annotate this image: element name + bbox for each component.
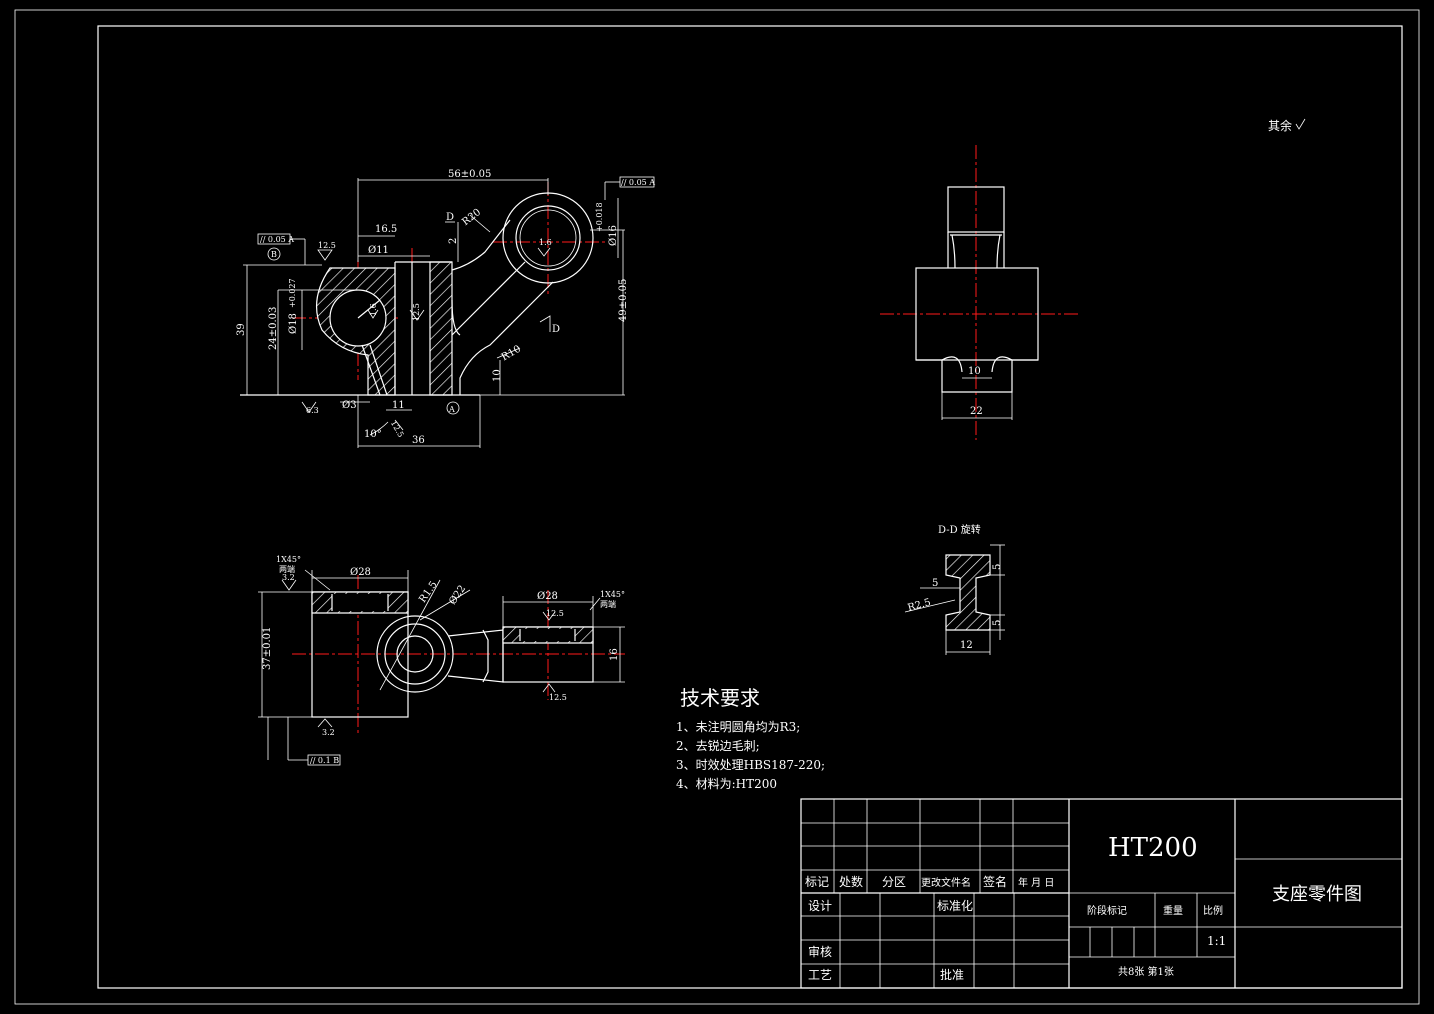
svg-text:设计: 设计 (808, 899, 832, 913)
svg-text:技术要求: 技术要求 (680, 686, 760, 710)
svg-text:2: 2 (448, 238, 459, 244)
inner-frame (97, 25, 1403, 989)
svg-text:1.6: 1.6 (369, 303, 378, 316)
svg-text:1X45°: 1X45° (600, 590, 625, 599)
svg-text:12.5: 12.5 (318, 241, 336, 250)
section-view (904, 544, 1005, 655)
svg-text:批准: 批准 (940, 967, 964, 982)
svg-text:+0.027: +0.027 (288, 278, 297, 308)
svg-text:R20: R20 (460, 207, 483, 228)
svg-text:两端: 两端 (279, 564, 295, 574)
section-dim-5-bottom: 5 (992, 620, 1003, 626)
svg-text:3.2: 3.2 (322, 728, 335, 737)
svg-text:Ø28: Ø28 (350, 567, 371, 578)
svg-text:阶段标记: 阶段标记 (1087, 904, 1127, 917)
svg-text:Ø18: Ø18 (288, 313, 299, 334)
svg-text:Ø28: Ø28 (537, 591, 558, 602)
svg-text:56±0.05: 56±0.05 (448, 169, 491, 180)
side-dim-22: 22 (970, 406, 983, 417)
top-view-labels: 1X45° 两端 3.2 Ø28 R1.5 Ø22 Ø28 1X45° 两端 1… (262, 555, 625, 765)
svg-text:36: 36 (412, 435, 425, 446)
drawing-name: 支座零件图 (1272, 884, 1362, 905)
section-dim-12: 12 (960, 640, 973, 651)
front-view (240, 176, 655, 448)
svg-text:// 0.05 A: // 0.05 A (260, 235, 294, 244)
side-dim-10: 10 (968, 366, 981, 377)
svg-text:4、材料为:HT200: 4、材料为:HT200 (676, 777, 777, 791)
svg-text:审核: 审核 (808, 944, 832, 959)
surface-finish-note: 其余 (1268, 118, 1306, 133)
svg-text:D: D (552, 324, 560, 335)
svg-text:10°: 10° (364, 429, 382, 440)
svg-text:Ø11: Ø11 (368, 245, 389, 256)
material-title: HT200 (1108, 833, 1198, 863)
svg-text:12.5: 12.5 (549, 693, 567, 702)
svg-text:1、未注明圆角均为R3;: 1、未注明圆角均为R3; (676, 719, 800, 734)
svg-text:更改文件名: 更改文件名 (921, 876, 971, 889)
section-dim-5-top: 5 (992, 564, 1003, 570)
section-dim-5-left: 5 (932, 578, 938, 589)
tech-requirements: 技术要求 1、未注明圆角均为R3; 2、去锐边毛刺; 3、时效处理HBS187-… (676, 686, 825, 791)
svg-text:两端: 两端 (600, 599, 616, 609)
svg-text:Ø3: Ø3 (342, 400, 357, 411)
svg-text:12.5: 12.5 (389, 419, 406, 439)
svg-text:其余: 其余 (1268, 118, 1292, 133)
svg-text:工艺: 工艺 (808, 968, 832, 982)
top-view (258, 569, 625, 766)
svg-text:签名: 签名 (983, 874, 1007, 889)
svg-text:12.5: 12.5 (412, 303, 421, 321)
svg-text:// 0.05 A: // 0.05 A (621, 178, 655, 187)
side-view (880, 145, 1078, 440)
title-block (800, 798, 1403, 989)
svg-text:共8张 第1张: 共8张 第1张 (1118, 965, 1174, 978)
svg-text:// 0.1 B: // 0.1 B (310, 756, 339, 765)
svg-text:11: 11 (392, 400, 405, 411)
svg-text:R10: R10 (500, 344, 523, 364)
svg-text:12.5: 12.5 (546, 609, 564, 618)
svg-text:A: A (448, 405, 455, 414)
svg-text:Ø22: Ø22 (447, 583, 468, 606)
svg-text:R1.5: R1.5 (417, 579, 439, 605)
svg-text:3.2: 3.2 (282, 573, 295, 582)
svg-text:+0.018: +0.018 (595, 202, 604, 232)
section-title: D-D 旋转 (938, 523, 981, 536)
svg-text:2、去锐边毛刺;: 2、去锐边毛刺; (676, 739, 760, 753)
title-block-labels: HT200 支座零件图 标记 处数 分区 更改文件名 签名 年 月 日 设计 标… (805, 833, 1362, 982)
svg-text:标记: 标记 (805, 875, 829, 889)
svg-text:3、时效处理HBS187-220;: 3、时效处理HBS187-220; (676, 757, 825, 772)
svg-text:6.3: 6.3 (306, 406, 319, 415)
svg-text:39: 39 (236, 323, 247, 336)
svg-text:B: B (271, 250, 277, 259)
svg-text:分区: 分区 (882, 875, 906, 889)
svg-text:重量: 重量 (1163, 904, 1183, 917)
svg-text:49±0.05: 49±0.05 (618, 279, 629, 322)
svg-text:1.6: 1.6 (539, 238, 552, 247)
svg-text:1:1: 1:1 (1207, 934, 1226, 948)
svg-text:标准化: 标准化 (937, 899, 973, 913)
svg-text:1X45°: 1X45° (276, 555, 301, 564)
svg-text:37±0.01: 37±0.01 (262, 627, 273, 670)
front-view-labels: 56±0.05 16.5 Ø11 R20 2 D Ø16 +0.018 1.6 … (236, 169, 655, 446)
section-dim-r2-5: R2.5 (907, 597, 932, 614)
svg-text:年 月 日: 年 月 日 (1018, 876, 1054, 889)
svg-text:Ø16: Ø16 (608, 225, 619, 246)
svg-text:16.5: 16.5 (375, 224, 397, 235)
svg-text:D: D (446, 212, 454, 223)
svg-text:10: 10 (492, 369, 503, 382)
outer-frame (14, 9, 1420, 1005)
svg-text:处数: 处数 (839, 874, 863, 889)
svg-text:16: 16 (609, 648, 620, 661)
svg-text:比例: 比例 (1203, 904, 1223, 917)
svg-text:24±0.03: 24±0.03 (268, 307, 279, 350)
